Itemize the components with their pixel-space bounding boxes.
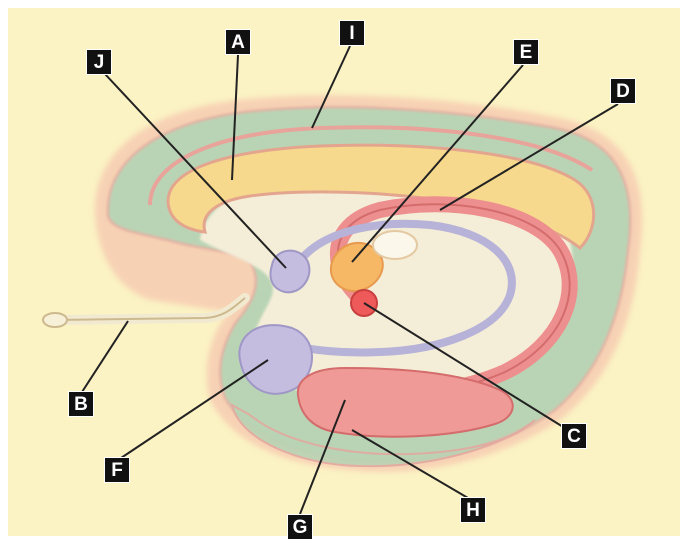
- label-I: I: [339, 20, 365, 46]
- label-J: J: [86, 49, 112, 75]
- label-C: C: [561, 423, 587, 449]
- label-G: G: [287, 514, 313, 540]
- interthalamic-adhesion: [373, 231, 417, 259]
- label-A: A: [225, 29, 251, 55]
- label-D: D: [610, 78, 636, 104]
- label-F: F: [104, 457, 130, 483]
- label-B: B: [68, 391, 94, 417]
- olfactory-bulb: [43, 313, 67, 327]
- label-E: E: [513, 39, 539, 65]
- label-H: H: [460, 497, 486, 523]
